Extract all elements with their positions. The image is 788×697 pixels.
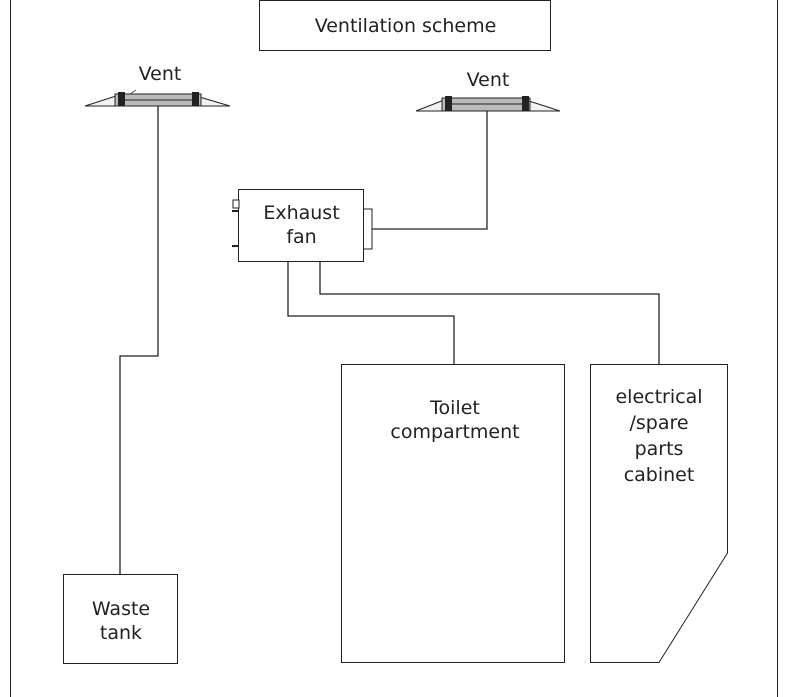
waste-tank-label-line2: tank [99, 622, 143, 644]
toilet-label-line2: compartment [390, 421, 520, 443]
toilet-compartment-label: Toilet compartment [370, 396, 540, 444]
toilet-label-line1: Toilet [430, 397, 480, 419]
duct-fan-to-vent [372, 111, 488, 230]
vent-right-label: Vent [466, 69, 510, 91]
cabinet-label: electrical /spare parts cabinet [596, 384, 722, 488]
vent-left-graphic [84, 89, 231, 107]
duct-fan-to-cabinet [319, 262, 660, 364]
cabinet-label-line3: parts [634, 438, 684, 460]
duct-vent-to-waste-tank [119, 106, 159, 574]
vent-left-label: Vent [138, 63, 182, 85]
duct-fan-to-toilet [287, 262, 455, 364]
cabinet-label-line4: cabinet [623, 464, 695, 486]
waste-tank-label-line1: Waste [91, 598, 151, 620]
exhaust-fan-label-line2: fan [286, 226, 317, 248]
cabinet-box [590, 364, 728, 663]
diagram-title: Ventilation scheme [314, 15, 497, 37]
exhaust-fan-label: Exhaust fan [239, 201, 364, 249]
cabinet-label-line2: /spare [629, 412, 689, 434]
exhaust-fan-label-line1: Exhaust [263, 202, 340, 224]
vent-right-graphic [415, 96, 561, 112]
waste-tank-box [63, 574, 178, 664]
exhaust-fan-graphic [232, 189, 373, 262]
toilet-compartment-box [341, 364, 565, 663]
waste-tank-label: Waste tank [64, 597, 178, 645]
cabinet-label-line1: electrical [615, 386, 703, 408]
title-box [259, 0, 551, 51]
